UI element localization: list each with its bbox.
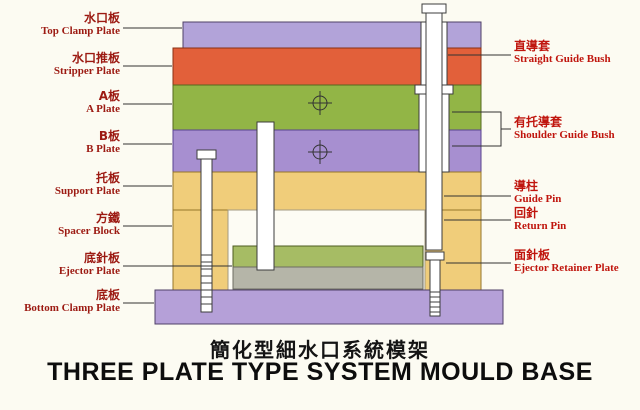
label-stripper-plate-zh: 水口推板 bbox=[71, 51, 120, 65]
label-spacer-block-zh: 方鐵 bbox=[95, 211, 120, 225]
label-ejector-plate-zh: 底針板 bbox=[83, 251, 120, 265]
return-pin-shaft bbox=[429, 259, 441, 317]
label-guide-pin-en: Guide Pin bbox=[514, 193, 562, 205]
label-guide-pin: 導柱 Guide Pin bbox=[514, 180, 638, 206]
label-spacer-block-en: Spacer Block bbox=[58, 225, 120, 237]
label-support-plate-en: Support Plate bbox=[54, 185, 120, 197]
label-guide-pin-zh: 導柱 bbox=[514, 179, 539, 193]
label-stripper-plate-en: Stripper Plate bbox=[53, 65, 120, 77]
label-bottom-clamp-plate-en: Bottom Clamp Plate bbox=[24, 302, 120, 314]
label-straight-guide-bush-zh: 直導套 bbox=[514, 39, 551, 53]
return-pin-threads bbox=[430, 291, 440, 313]
label-b-plate-en: B Plate bbox=[86, 143, 120, 155]
label-stripper-plate: 水口推板 Stripper Plate bbox=[2, 52, 120, 78]
label-shoulder-guide-bush: 有托導套 Shoulder Guide Bush bbox=[514, 116, 638, 142]
title-chinese: 簡化型細水口系統模架 bbox=[210, 338, 430, 362]
label-support-plate: 托板 Support Plate bbox=[2, 172, 120, 198]
title-english: THREE PLATE TYPE SYSTEM MOULD BASE bbox=[47, 358, 593, 386]
label-top-clamp-plate-zh: 水口板 bbox=[83, 11, 120, 25]
guide-pin bbox=[425, 11, 443, 251]
label-return-pin-en: Return Pin bbox=[514, 220, 567, 232]
return-pin-head bbox=[425, 251, 445, 261]
label-shoulder-guide-bush-en: Shoulder Guide Bush bbox=[514, 129, 615, 141]
label-b-plate: B板 B Plate bbox=[2, 130, 120, 156]
label-top-clamp-plate: 水口板 Top Clamp Plate bbox=[2, 12, 120, 38]
label-ejector-plate: 底針板 Ejector Plate bbox=[2, 252, 120, 278]
label-ejector-retainer-plate-en: Ejector Retainer Plate bbox=[514, 262, 619, 274]
left-screw-head bbox=[196, 149, 217, 160]
label-a-plate: A板 A Plate bbox=[2, 90, 120, 116]
label-a-plate-en: A Plate bbox=[86, 103, 120, 115]
label-shoulder-guide-bush-zh: 有托導套 bbox=[514, 115, 563, 129]
screw-hole-crosshair-bottom bbox=[308, 140, 332, 164]
label-spacer-block: 方鐵 Spacer Block bbox=[2, 212, 120, 238]
center-pin bbox=[256, 121, 275, 271]
label-top-clamp-plate-en: Top Clamp Plate bbox=[40, 25, 120, 37]
guide-pin-head bbox=[421, 3, 447, 14]
label-support-plate-zh: 托板 bbox=[95, 171, 120, 185]
screw-hole-crosshair-top bbox=[308, 91, 332, 115]
plate-bottom-clamp bbox=[154, 289, 504, 325]
label-ejector-retainer-plate-zh: 面針板 bbox=[514, 248, 551, 262]
label-return-pin: 回針 Return Pin bbox=[514, 207, 638, 233]
label-return-pin-zh: 回針 bbox=[514, 206, 539, 220]
label-bottom-clamp-plate-zh: 底板 bbox=[95, 288, 120, 302]
label-ejector-plate-en: Ejector Plate bbox=[58, 265, 120, 277]
left-screw-shaft bbox=[200, 158, 213, 313]
label-straight-guide-bush: 直導套 Straight Guide Bush bbox=[514, 40, 638, 66]
label-a-plate-zh: A板 bbox=[98, 89, 120, 103]
label-b-plate-zh: B板 bbox=[98, 129, 120, 143]
left-screw-threads bbox=[201, 254, 212, 305]
leader-lines bbox=[123, 27, 511, 304]
plate-ejector bbox=[232, 266, 424, 290]
label-straight-guide-bush-en: Straight Guide Bush bbox=[514, 53, 611, 65]
label-ejector-retainer-plate: 面針板 Ejector Retainer Plate bbox=[514, 249, 638, 275]
label-bottom-clamp-plate: 底板 Bottom Clamp Plate bbox=[2, 289, 120, 315]
